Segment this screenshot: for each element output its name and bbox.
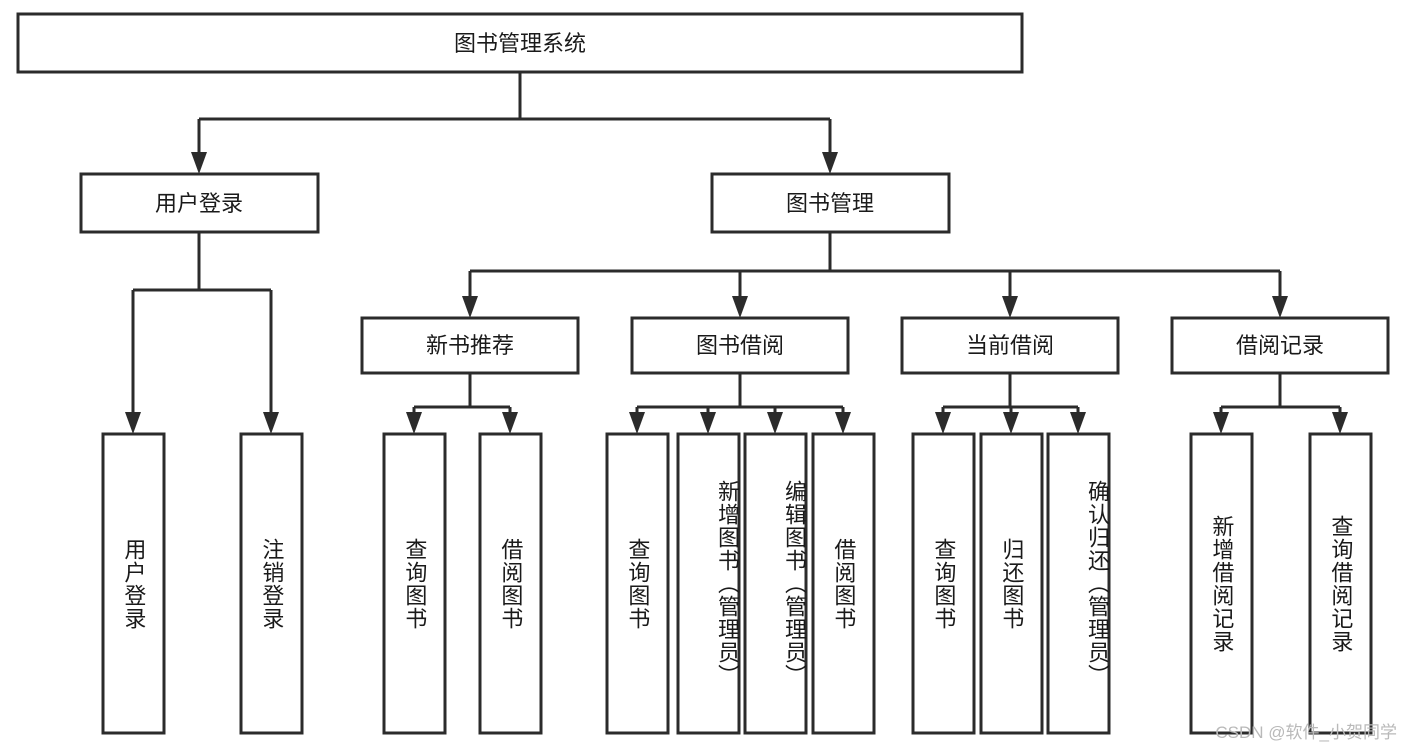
leaf-box-borrow-record-0[interactable] [1189, 432, 1254, 735]
connector-layer [125, 72, 1348, 434]
arrow-head-newbook-leaf-0 [406, 412, 422, 434]
node-layer: 图书管理系统 用户登录 图书管理 新书推荐 图书借阅 当前借阅 借阅记录 [16, 12, 1390, 735]
leaf-box-current-borrow-2[interactable] [1046, 432, 1111, 735]
arrow-head-currentborrow-leaf-2 [1070, 412, 1086, 434]
node-box-user-login[interactable] [79, 172, 320, 234]
arrow-head-book-borrow [732, 296, 748, 318]
leaf-box-book-borrow-2[interactable] [743, 432, 808, 735]
arrow-head-leaf-user-login [125, 412, 141, 434]
node-box-book-borrow[interactable] [630, 316, 850, 375]
leaf-box-user-login-1[interactable] [239, 432, 304, 735]
watermark-text: CSDN @软件_小贺同学 [1215, 723, 1397, 742]
node-label-borrow-record: 借阅记录 [1236, 333, 1324, 358]
arrow-head-currentborrow-leaf-1 [1003, 412, 1019, 434]
arrow-head-borrowrecord-leaf-0 [1213, 412, 1229, 434]
leaf-box-borrow-record-1[interactable] [1308, 432, 1373, 735]
leaf-box-new-book-recommend-1[interactable] [478, 432, 543, 735]
arrow-head-currentborrow-leaf-0 [935, 412, 951, 434]
arrow-head-bookborrow-leaf-3 [835, 412, 851, 434]
arrow-head-user-login [191, 152, 207, 174]
arrow-head-newbook-leaf-1 [502, 412, 518, 434]
arrow-head-borrow-record [1272, 296, 1288, 318]
leaf-box-book-borrow-1[interactable] [676, 432, 741, 735]
leaf-box-new-book-recommend-0[interactable] [382, 432, 447, 735]
node-box-borrow-record[interactable] [1170, 316, 1390, 375]
node-label-book-borrow: 图书借阅 [696, 333, 784, 358]
arrow-head-bookborrow-leaf-0 [629, 412, 645, 434]
node-box-book-manage[interactable] [710, 172, 951, 234]
arrow-head-new-book-recommend [462, 296, 478, 318]
node-label-user-login: 用户登录 [155, 191, 243, 216]
leaf-box-current-borrow-1[interactable] [979, 432, 1044, 735]
leaf-box-current-borrow-0[interactable] [911, 432, 976, 735]
arrow-head-bookborrow-leaf-1 [700, 412, 716, 434]
node-label-book-manage: 图书管理 [786, 191, 874, 216]
node-box-new-book-recommend[interactable] [360, 316, 580, 375]
leaf-box-book-borrow-0[interactable] [605, 432, 670, 735]
arrow-head-book-manage [822, 152, 838, 174]
node-label-root: 图书管理系统 [454, 31, 586, 56]
arrow-head-current-borrow [1002, 296, 1018, 318]
node-box-current-borrow[interactable] [900, 316, 1120, 375]
arrow-head-bookborrow-leaf-2 [767, 412, 783, 434]
arrow-head-leaf-logout [263, 412, 279, 434]
node-label-current-borrow: 当前借阅 [966, 333, 1054, 358]
leaf-box-book-borrow-3[interactable] [811, 432, 876, 735]
node-box-root[interactable] [16, 12, 1024, 74]
node-label-new-book-recommend: 新书推荐 [426, 333, 514, 358]
arrow-head-borrowrecord-leaf-1 [1332, 412, 1348, 434]
leaf-box-user-login-0[interactable] [101, 432, 166, 735]
